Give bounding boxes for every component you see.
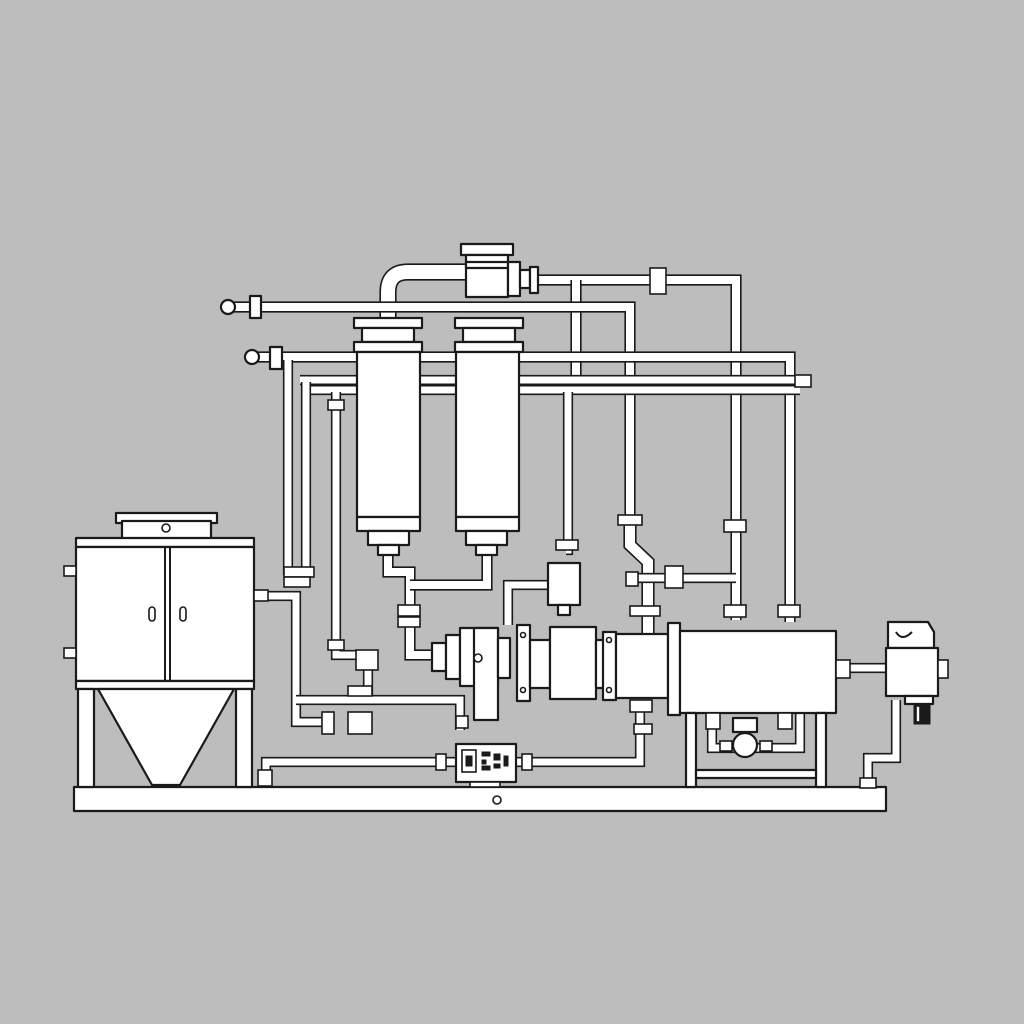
tank-end-flange — [666, 621, 682, 717]
cabinet-side-nozzle — [63, 565, 77, 577]
horizontal-tank — [666, 621, 851, 789]
cabinet-side-nozzle — [253, 589, 269, 602]
pipe-network — [232, 263, 902, 782]
filter-column-1 — [352, 316, 424, 557]
pipe-second-left-header-bore — [254, 353, 794, 622]
pump-inlet-flange — [430, 641, 448, 673]
tank-shell — [678, 629, 838, 715]
cabinet-frame-band — [74, 679, 256, 691]
valve-knob-upper — [219, 294, 263, 320]
hopper-cone — [96, 687, 236, 787]
pipe-top-header-bore — [512, 276, 740, 620]
base-bolt-hole — [492, 795, 502, 805]
cabinet-door-handle-right — [179, 606, 187, 622]
pipe-column-1-outlet-bore — [384, 550, 432, 659]
base-skid — [72, 785, 888, 813]
valve-knob-lower — [243, 345, 284, 371]
pipe-upper-left-header-bore — [232, 303, 634, 520]
cabinet-leg-left — [76, 687, 96, 789]
pipe-flanges — [257, 267, 877, 789]
pipe-right-bend-bore — [625, 525, 653, 635]
outlet-actuator — [884, 620, 949, 725]
pump-assembly — [430, 623, 670, 722]
hopper-cabinet — [63, 511, 269, 789]
filter-column-2 — [453, 316, 525, 557]
header-valve-body — [459, 242, 540, 299]
pipe-mid-valve-line-bore — [564, 392, 572, 554]
cabinet-top-band — [74, 536, 256, 549]
pipe-mid-branch-bore — [504, 581, 550, 625]
inline-valve-mid — [546, 561, 582, 617]
pipe-left-drop-3-bore — [332, 392, 372, 700]
cabinet-lid-port — [161, 523, 171, 533]
pump-motor — [548, 625, 598, 701]
pipe-cabinet-feed-bore — [264, 592, 326, 726]
pipe-main-elbow-bore — [381, 265, 470, 318]
pipe-column-2-outlet-bore — [410, 550, 491, 589]
tank-drain-valve — [731, 716, 759, 734]
cabinet-side-nozzle — [63, 647, 77, 659]
cabinet-door-handle-left — [148, 606, 156, 622]
cabinet-leg-right — [234, 687, 254, 789]
control-panel — [454, 742, 518, 788]
pipe-right-drain-bore — [864, 700, 900, 782]
